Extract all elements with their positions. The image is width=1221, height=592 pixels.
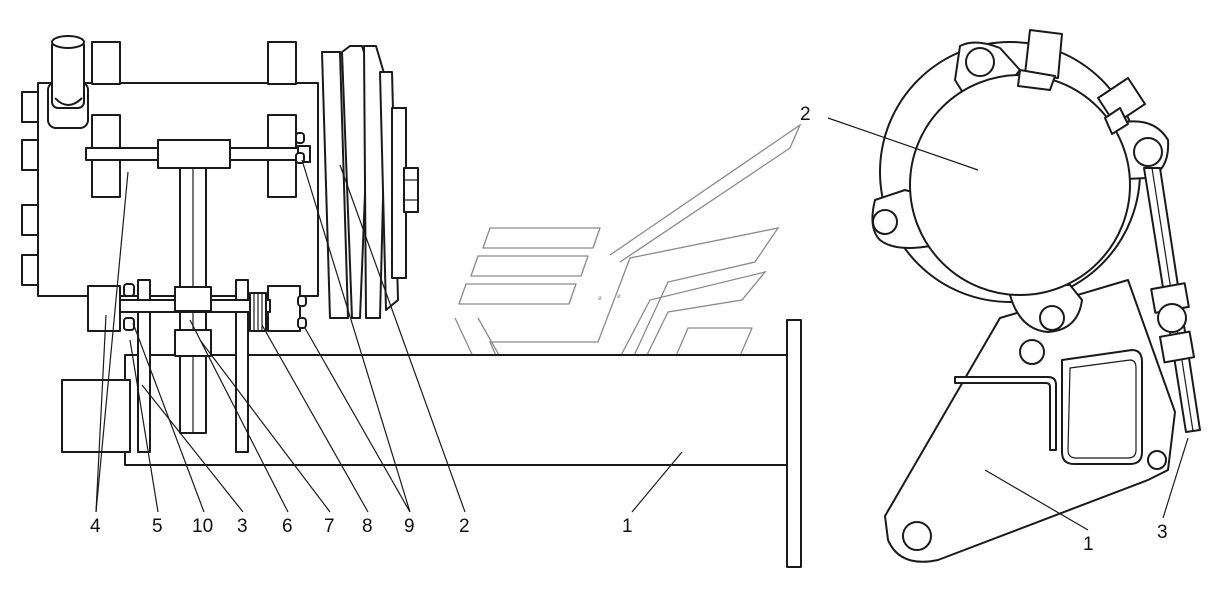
leader-lines <box>95 117 1189 531</box>
callout-3-right: 3 <box>1157 522 1168 543</box>
svg-text:ø: ø <box>598 296 602 302</box>
callout-5: 5 <box>152 516 163 537</box>
callout-9: 9 <box>404 516 415 537</box>
callout-7: 7 <box>324 516 335 537</box>
plate-right <box>235 279 249 453</box>
lower-ear-right <box>267 285 301 332</box>
callout-4: 4 <box>90 516 101 537</box>
callout-3: 3 <box>237 516 248 537</box>
callout-labels: 4 5 10 3 6 7 8 9 2 1 2 1 3 <box>90 104 1168 555</box>
pulley <box>321 45 419 319</box>
ear-top-left <box>91 41 121 85</box>
adjust-nut <box>174 286 212 312</box>
callout-2-left: 2 <box>459 516 470 537</box>
beam-flange <box>786 319 802 568</box>
end-block <box>61 379 131 453</box>
ear-top-right <box>267 41 297 85</box>
compressor-body-circle <box>909 74 1131 296</box>
callout-8: 8 <box>362 516 373 537</box>
right-assembly-view <box>871 29 1201 563</box>
left-assembly-view <box>21 35 802 568</box>
mounting-bracket <box>884 279 1176 563</box>
beam-section <box>1061 349 1143 465</box>
adjusting-rod <box>1143 167 1201 433</box>
callout-6: 6 <box>282 516 293 537</box>
callout-1-left: 1 <box>622 516 633 537</box>
connector-top <box>1024 29 1063 79</box>
callout-2-right: 2 <box>800 104 811 125</box>
callout-1-right: 1 <box>1083 534 1094 555</box>
svg-text:ø: ø <box>617 294 621 300</box>
callout-10: 10 <box>192 516 213 537</box>
